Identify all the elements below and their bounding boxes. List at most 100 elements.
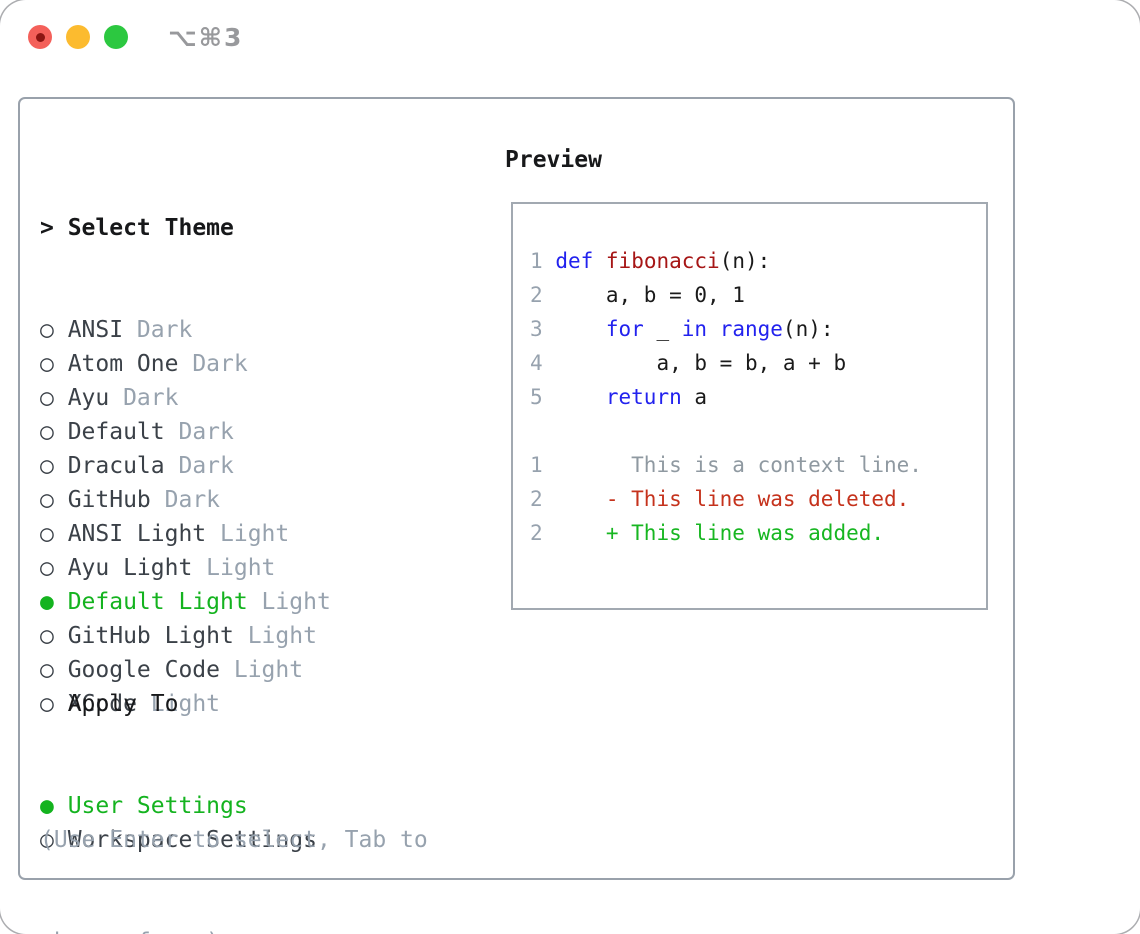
theme-option[interactable]: ○ Ayu Dark bbox=[40, 381, 331, 415]
line-number: 1 bbox=[530, 453, 543, 477]
option-variant-label: Dark bbox=[178, 351, 248, 377]
code-line: 2 + This line was added. bbox=[530, 516, 986, 550]
apply-to-option[interactable]: ● User Settings bbox=[40, 789, 317, 823]
option-label: Google Code bbox=[67, 657, 221, 683]
theme-option[interactable]: ○ Ayu Light Light bbox=[40, 551, 331, 585]
code-segment-plain: a bbox=[681, 385, 708, 409]
code-segment-context: This is a context line. bbox=[542, 453, 922, 477]
option-label: ANSI bbox=[67, 317, 124, 343]
close-button[interactable] bbox=[28, 25, 52, 49]
code-line: 3 for _ in range(n): bbox=[530, 312, 986, 346]
code-segment-keyword: for bbox=[605, 317, 644, 341]
code-segment-keyword: def bbox=[555, 249, 594, 273]
option-variant-label: Light bbox=[220, 657, 304, 683]
radio-unselected-icon: ○ bbox=[40, 317, 54, 343]
line-number: 2 bbox=[530, 487, 543, 511]
radio-unselected-icon: ○ bbox=[40, 657, 54, 683]
theme-option[interactable]: ○ Atom One Dark bbox=[40, 347, 331, 381]
radio-selected-icon: ● bbox=[40, 793, 54, 819]
option-label: Workspace Settings bbox=[67, 827, 317, 853]
code-segment-plain bbox=[543, 521, 606, 545]
option-label: Ayu bbox=[67, 385, 110, 411]
radio-unselected-icon: ○ bbox=[40, 691, 54, 717]
option-label: GitHub bbox=[67, 487, 151, 513]
apply-to-heading: Apply To bbox=[40, 687, 317, 721]
line-number: 5 bbox=[530, 385, 543, 409]
code-segment-plain: a, b = b, a + b bbox=[542, 351, 847, 375]
window-title: ⌥⌘3 bbox=[168, 23, 244, 52]
option-label: XCode bbox=[67, 691, 137, 717]
maximize-button[interactable] bbox=[104, 25, 128, 49]
code-line: 4 a, b = b, a + b bbox=[530, 346, 986, 380]
code-segment-plain bbox=[543, 385, 606, 409]
theme-option[interactable]: ○ XCode Light bbox=[40, 687, 331, 721]
code-segment-keyword: return bbox=[605, 385, 682, 409]
code-segment-plain: (n): bbox=[782, 317, 834, 341]
code-line: 1 def fibonacci(n): bbox=[530, 244, 986, 278]
option-variant-label: Light bbox=[192, 555, 276, 581]
code-line: 1 This is a context line. bbox=[530, 448, 986, 482]
theme-option[interactable]: ○ Dracula Dark bbox=[40, 449, 331, 483]
code-line: 5 return a bbox=[530, 380, 986, 414]
line-number: 2 bbox=[530, 521, 543, 545]
theme-picker-panel: > Select Theme ○ANSI Dark○Atom One Dark○… bbox=[18, 97, 1015, 934]
option-variant-label: Dark bbox=[150, 487, 221, 513]
option-variant-label: Dark bbox=[164, 453, 234, 479]
code-segment-plain bbox=[593, 249, 606, 273]
theme-option[interactable]: ○ Default Dark bbox=[40, 415, 331, 449]
code-segment-deleted: - This line was deleted. bbox=[605, 487, 910, 511]
code-line bbox=[530, 414, 986, 448]
code-segment-plain bbox=[543, 487, 606, 511]
option-label: Ayu Light bbox=[67, 555, 193, 581]
option-label: User Settings bbox=[67, 793, 248, 819]
option-label: GitHub Light bbox=[67, 623, 234, 649]
theme-list: > Select Theme ○ANSI Dark○Atom One Dark○… bbox=[40, 143, 331, 789]
apply-to-option[interactable]: ○ Workspace Settings bbox=[40, 823, 317, 857]
theme-option[interactable]: ○GitHub Dark bbox=[40, 483, 331, 517]
theme-option[interactable]: ○GitHub Light Light bbox=[40, 619, 331, 653]
hint-line: change focus) bbox=[40, 925, 428, 934]
line-number: 1 bbox=[530, 249, 543, 273]
theme-option[interactable]: ○ANSI Light Light bbox=[40, 517, 331, 551]
apply-to-section: Apply To ● User Settings ○ Workspace Settin… bbox=[40, 619, 317, 925]
code-segment-added: + This line was added. bbox=[605, 521, 885, 545]
code-segment-plain: _ bbox=[643, 317, 682, 341]
hint-line: (Use Enter to select, Tab to bbox=[40, 827, 428, 853]
code-segment-keyword: range bbox=[719, 317, 783, 341]
apply-to-label: Apply To bbox=[67, 691, 179, 717]
option-label: Atom One bbox=[67, 351, 179, 377]
option-variant-label: Dark bbox=[109, 385, 179, 411]
preview-heading: Preview bbox=[505, 147, 602, 173]
code-segment-function: fibonacci bbox=[605, 249, 720, 273]
radio-unselected-icon: ○ bbox=[40, 419, 54, 445]
radio-unselected-icon: ○ bbox=[40, 827, 54, 853]
option-variant-label: Dark bbox=[164, 419, 234, 445]
theme-option[interactable]: ○ Google Code Light bbox=[40, 653, 331, 687]
option-variant-label: Light bbox=[233, 623, 317, 649]
code-segment-plain bbox=[707, 317, 720, 341]
option-label: Default bbox=[67, 419, 165, 445]
radio-unselected-icon: ○ bbox=[40, 453, 54, 479]
code-segment-plain: (n): bbox=[719, 249, 771, 273]
minimize-button[interactable] bbox=[66, 25, 90, 49]
radio-unselected-icon: ○ bbox=[40, 385, 54, 411]
traffic-lights bbox=[28, 25, 128, 49]
theme-option[interactable]: ●Default Light Light bbox=[40, 585, 331, 619]
option-variant-label: Dark bbox=[123, 317, 193, 343]
option-label: Default Light bbox=[67, 589, 248, 615]
line-number: 3 bbox=[530, 317, 543, 341]
theme-option[interactable]: ○ ANSI Dark bbox=[40, 313, 331, 347]
code-line: 2 a, b = 0, 1 bbox=[530, 278, 986, 312]
select-theme-heading: > Select Theme bbox=[40, 215, 234, 241]
code-segment-keyword: in bbox=[681, 317, 708, 341]
radio-unselected-icon: ○ bbox=[40, 351, 54, 377]
option-variant-label: Light bbox=[136, 691, 221, 717]
option-label: Dracula bbox=[67, 453, 165, 479]
option-label: ANSI Light bbox=[67, 521, 207, 547]
radio-unselected-icon: ○ bbox=[40, 555, 54, 581]
radio-unselected-icon: ○ bbox=[40, 521, 54, 547]
line-number: 4 bbox=[530, 351, 543, 375]
